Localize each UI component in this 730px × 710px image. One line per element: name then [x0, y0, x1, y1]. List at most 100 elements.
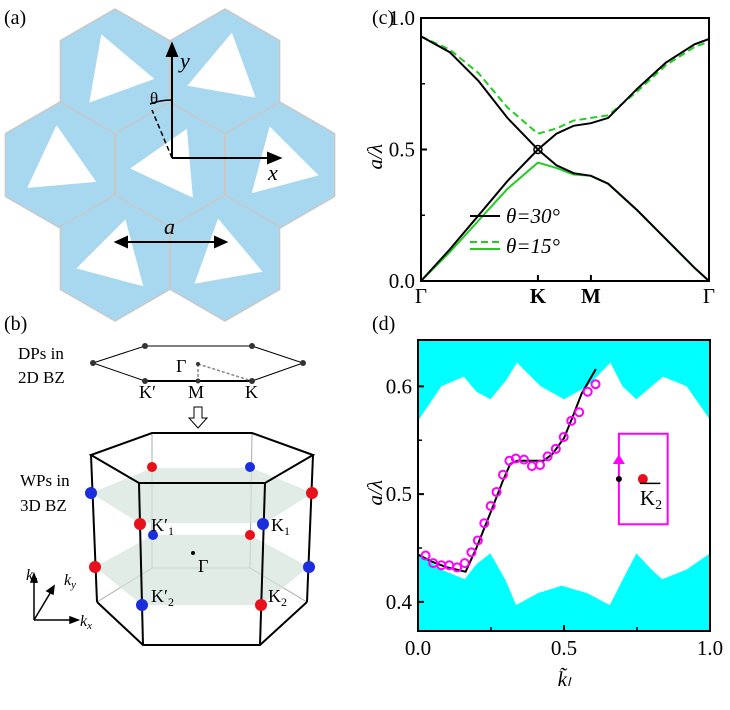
- weyl-point-blue: [136, 599, 148, 611]
- y-tick-label: 0.0: [389, 269, 415, 293]
- dps-label-line2: 2D BZ: [18, 368, 65, 387]
- k2-label: K2: [268, 586, 287, 609]
- y-axis-label: a/λ: [363, 144, 387, 169]
- kprime-label: K′: [139, 382, 156, 402]
- panel-label-d: (d): [372, 313, 395, 335]
- measured-point: [491, 486, 502, 497]
- y-axis-label: y: [178, 48, 190, 73]
- x-axis-label: x: [267, 160, 278, 185]
- left-arrowhead-icon: [113, 235, 128, 249]
- lattice-constant-label: a: [164, 214, 175, 239]
- weyl-point-blue: [85, 487, 97, 499]
- k2-bar-label: K2: [640, 486, 662, 513]
- lower-kz-plane: [95, 535, 309, 605]
- ky-label: ky: [64, 572, 76, 591]
- triangle-scatterer: [187, 32, 256, 98]
- black-dot: [615, 476, 622, 483]
- y-axis-label: a/λ: [363, 480, 387, 505]
- measured-point: [535, 460, 546, 471]
- dps-label-line1: DPs in: [18, 344, 64, 363]
- measured-point: [466, 547, 477, 558]
- x-tick-label: K: [530, 284, 547, 308]
- loop-direction-arrow-icon: [612, 454, 625, 464]
- triangle-orientation-line: [151, 109, 173, 159]
- triangle-scatterer: [251, 126, 319, 194]
- measured-point: [420, 550, 431, 561]
- surface-state-line: [417, 368, 597, 573]
- weyl-point-blue: [148, 530, 158, 540]
- weyl-point-red: [306, 487, 318, 499]
- k1prime-label: K′1: [151, 515, 174, 538]
- wps-label-line2: 3D BZ: [20, 496, 67, 515]
- y-tick-label: 0.5: [389, 138, 415, 162]
- weyl-point-red: [255, 599, 267, 611]
- y-arrowhead-icon: [165, 41, 179, 57]
- weyl-point-red: [245, 530, 255, 540]
- wps-label-line1: WPs in: [20, 471, 70, 490]
- measured-point: [497, 469, 508, 480]
- measured-point: [485, 500, 496, 511]
- weyl-point-blue: [303, 561, 315, 573]
- y-tick-label: 1.0: [389, 6, 415, 30]
- theta-label: θ: [150, 89, 158, 108]
- x-tick-label: M: [581, 284, 601, 308]
- weyl-point-red: [134, 518, 146, 530]
- measured-point: [566, 415, 577, 426]
- weyl-point-red: [637, 474, 648, 485]
- measured-point: [459, 558, 470, 569]
- legend-entry: θ=15°: [506, 234, 560, 258]
- measured-point: [518, 454, 529, 465]
- legend-entry: θ=30°: [506, 204, 560, 228]
- kx-label: kx: [80, 613, 92, 632]
- measured-point: [452, 562, 463, 573]
- triangle-scatterer: [27, 125, 97, 188]
- series-theta15-upper: [420, 35, 710, 135]
- series-theta15-lower: [420, 161, 710, 282]
- measured-point: [574, 407, 585, 418]
- right-arrowhead-icon: [214, 235, 229, 249]
- x-arrowhead-icon: [267, 151, 283, 165]
- x-axis-label: k̃ₗ: [558, 667, 572, 691]
- weyl-point-red: [89, 561, 101, 573]
- dirac-point-marker: [533, 144, 543, 155]
- measured-point: [590, 379, 601, 390]
- x-tick-label: 0.0: [405, 636, 431, 660]
- 3d-brillouin-zone: [88, 432, 316, 646]
- band-structure-chart: 0.0 0.5 1.0Γ K M Γa/λ θ=30° θ=15°: [363, 6, 715, 308]
- panel-label-b: (b): [4, 313, 27, 335]
- measured-point: [479, 518, 490, 529]
- weyl-point-blue: [257, 518, 269, 530]
- plot-frame: [420, 17, 710, 282]
- weyl-points: [85, 462, 318, 611]
- measured-point: [542, 451, 553, 462]
- down-arrow-icon: [187, 406, 209, 429]
- weyl-point-red: [147, 462, 157, 472]
- 2d-brillouin-zone: [90, 343, 306, 384]
- series-theta30-upper: [420, 35, 710, 151]
- measured-point: [550, 443, 561, 454]
- k-label: K: [245, 382, 258, 402]
- y-tick-label: 0.6: [386, 374, 412, 398]
- x-tick-label: Γ: [415, 284, 427, 308]
- axis-arrows-a: [113, 41, 283, 249]
- y-tick-label: 0.4: [386, 590, 413, 614]
- triangle-scatterer: [194, 218, 263, 284]
- upper-bulk-band: [418, 340, 710, 421]
- triangle-scatterer: [89, 34, 155, 103]
- measured-point: [526, 461, 537, 472]
- k2prime-label: K′2: [151, 586, 174, 609]
- m-label: M: [188, 382, 204, 402]
- series-theta30-lower: [420, 148, 710, 282]
- panel-label-a: (a): [4, 7, 26, 29]
- k-axes: [29, 571, 81, 625]
- measured-point: [558, 432, 569, 442]
- upper-kz-plane: [91, 468, 313, 523]
- x-tick-label: Γ: [703, 284, 715, 308]
- measured-point: [582, 386, 593, 397]
- x-tick-label: 0.5: [551, 636, 577, 660]
- gamma-label-3d: Γ: [198, 556, 208, 576]
- triangle-scatterer: [130, 128, 193, 198]
